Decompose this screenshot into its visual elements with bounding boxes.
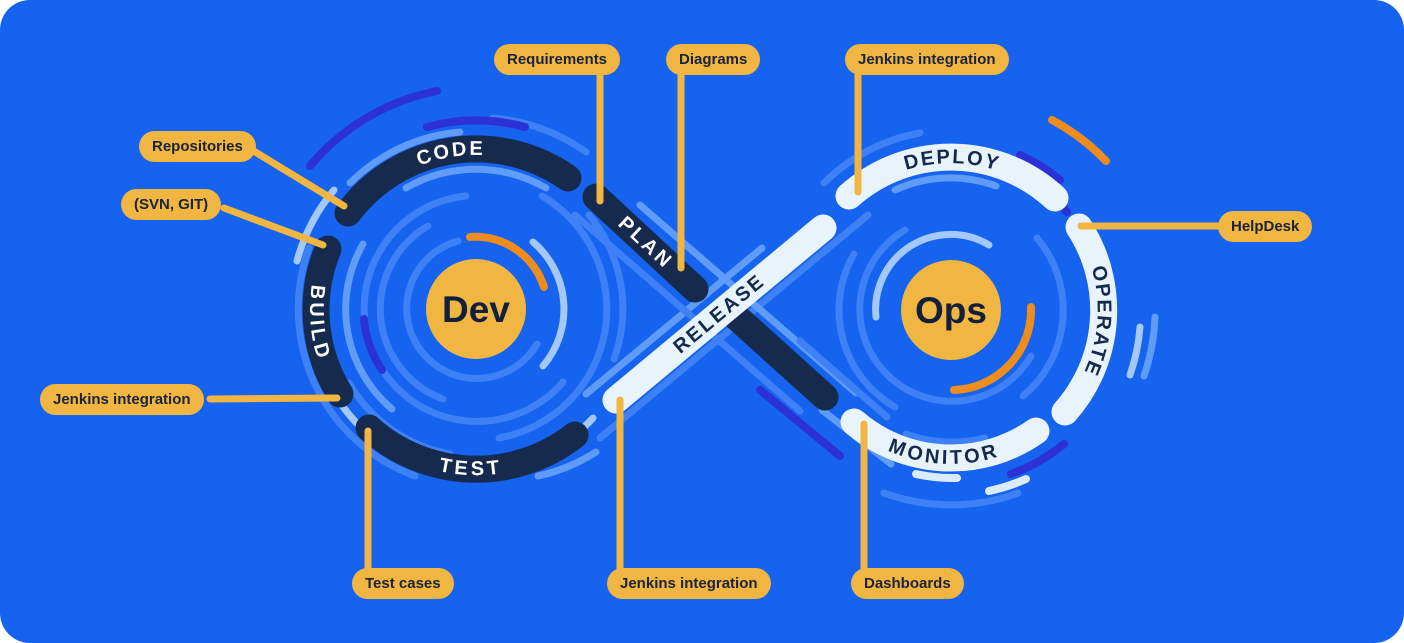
ring-arc <box>402 165 550 192</box>
ring-arc <box>346 128 464 187</box>
pale-accent-arc <box>912 470 961 483</box>
operate-band <box>1051 213 1118 426</box>
callout-diagrams: Diagrams <box>666 44 761 75</box>
ring-arc <box>880 489 1022 509</box>
deploy-band <box>835 143 1069 212</box>
callout-jenkins-top: Jenkins integration <box>845 44 1009 75</box>
indigo-accent-arc <box>1007 440 1068 478</box>
ops-circle <box>901 260 1001 360</box>
callout-helpdesk: HelpDesk <box>1218 211 1313 242</box>
dev-loop-decorative-arcs <box>293 87 627 480</box>
ring-arc <box>872 230 993 321</box>
indigo-accent-line <box>756 386 844 460</box>
ring-arc <box>1126 323 1144 379</box>
ring-arc <box>376 222 447 403</box>
code-label: CODE <box>414 138 486 170</box>
dark-diagonal-band <box>719 300 839 411</box>
monitor-band <box>840 408 1050 472</box>
ops-loop-decorative-arcs <box>756 116 1159 509</box>
ops-label: Ops <box>915 290 987 331</box>
dev-circle <box>426 259 526 359</box>
connector-svn-git <box>220 204 327 249</box>
cross-line <box>582 244 766 398</box>
ring-arc <box>902 430 989 446</box>
dev-label: Dev <box>442 289 510 330</box>
callout-dashboards: Dashboards <box>851 568 964 599</box>
orange-accent-arc <box>950 303 1036 394</box>
plan-label: PLAN <box>614 212 678 273</box>
indigo-accent-arc <box>306 87 441 170</box>
callout-connectors <box>206 68 1229 574</box>
ring-arc <box>835 250 899 411</box>
ring-arc <box>529 238 568 370</box>
indigo-accent-arc <box>423 116 529 131</box>
operate-label: OPERATE <box>1079 263 1115 380</box>
indigo-accent-arc <box>360 315 386 374</box>
ring-arc <box>294 244 419 480</box>
callout-repositories: Repositories <box>139 131 256 162</box>
callout-requirements: Requirements <box>494 44 621 75</box>
loop-bands <box>302 135 1118 483</box>
connector-repositories <box>248 146 348 210</box>
loop-centers: Dev Ops <box>426 259 1001 360</box>
plan-band <box>582 183 709 303</box>
ring-arc <box>1140 313 1159 380</box>
code-band <box>334 135 582 227</box>
ring-arc <box>820 129 924 187</box>
ring-arc <box>891 174 1000 194</box>
cross-line <box>571 211 804 415</box>
ring-arc <box>342 240 396 413</box>
ring-arc <box>403 237 541 382</box>
cross-line <box>796 337 891 421</box>
callout-jenkins-left: Jenkins integration <box>40 384 204 415</box>
orange-accent-arc <box>466 232 548 291</box>
pale-accent-arc <box>985 475 1030 495</box>
ring-arc <box>495 192 611 442</box>
ring-arc <box>856 226 1035 405</box>
ring-arc <box>534 448 600 480</box>
callout-jenkins-bottom: Jenkins integration <box>607 568 771 599</box>
ring-arc <box>1019 234 1067 400</box>
connector-jenkins-left <box>206 394 341 403</box>
release-band <box>602 214 837 414</box>
test-label: TEST <box>437 454 503 480</box>
orange-accent-arc <box>1048 116 1110 165</box>
callout-svn-git: (SVN, GIT) <box>121 189 222 220</box>
build-band <box>302 235 354 408</box>
ring-arc <box>585 211 627 363</box>
callout-test-cases: Test cases <box>352 568 454 599</box>
test-band <box>355 414 589 483</box>
indigo-accent-arc <box>1016 151 1064 184</box>
